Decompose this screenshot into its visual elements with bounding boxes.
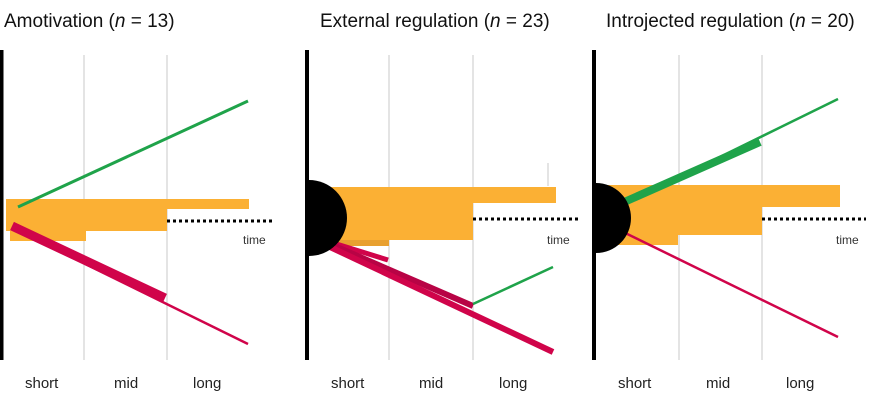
time-label: time — [243, 233, 266, 247]
time-label: time — [547, 233, 570, 247]
y-axis — [592, 50, 596, 360]
panel-introjected-regulation: Introjected regulation (n = 20) time sho… — [592, 11, 866, 392]
tick-long: long — [193, 375, 221, 392]
tick-mid: mid — [706, 375, 730, 392]
orange-bar-short — [10, 231, 86, 241]
tick-mid: mid — [419, 375, 443, 392]
orange-bar-long — [309, 187, 556, 203]
red-thick-line — [10, 221, 167, 303]
panel-title: Introjected regulation (n = 20) — [606, 11, 855, 32]
green-line — [17, 99, 249, 209]
tick-short: short — [618, 375, 652, 392]
tick-mid: mid — [114, 375, 138, 392]
panel-amotivation: Amotivation (n = 13) time short mid long — [0, 11, 272, 392]
orange-bar-mid — [6, 209, 167, 231]
black-semicircle — [309, 180, 347, 256]
red-line — [11, 226, 249, 346]
y-axis — [0, 50, 4, 360]
tick-long: long — [786, 375, 814, 392]
panel-title: Amotivation (n = 13) — [4, 11, 175, 32]
orange-bar-short — [309, 240, 389, 246]
panel-title: External regulation (n = 23) — [320, 11, 550, 32]
green-line — [472, 265, 554, 306]
panel-external-regulation: External regulation (n = 23) time short … — [305, 11, 578, 392]
red-line — [614, 226, 839, 339]
tick-short: short — [25, 375, 59, 392]
tick-long: long — [499, 375, 527, 392]
time-label: time — [836, 233, 859, 247]
red-line-mid — [328, 241, 475, 309]
tick-short: short — [331, 375, 365, 392]
orange-bar-long — [6, 199, 249, 209]
y-axis — [305, 50, 309, 360]
black-semicircle — [596, 183, 631, 253]
green-line — [621, 97, 839, 207]
red-line-long — [328, 244, 555, 355]
